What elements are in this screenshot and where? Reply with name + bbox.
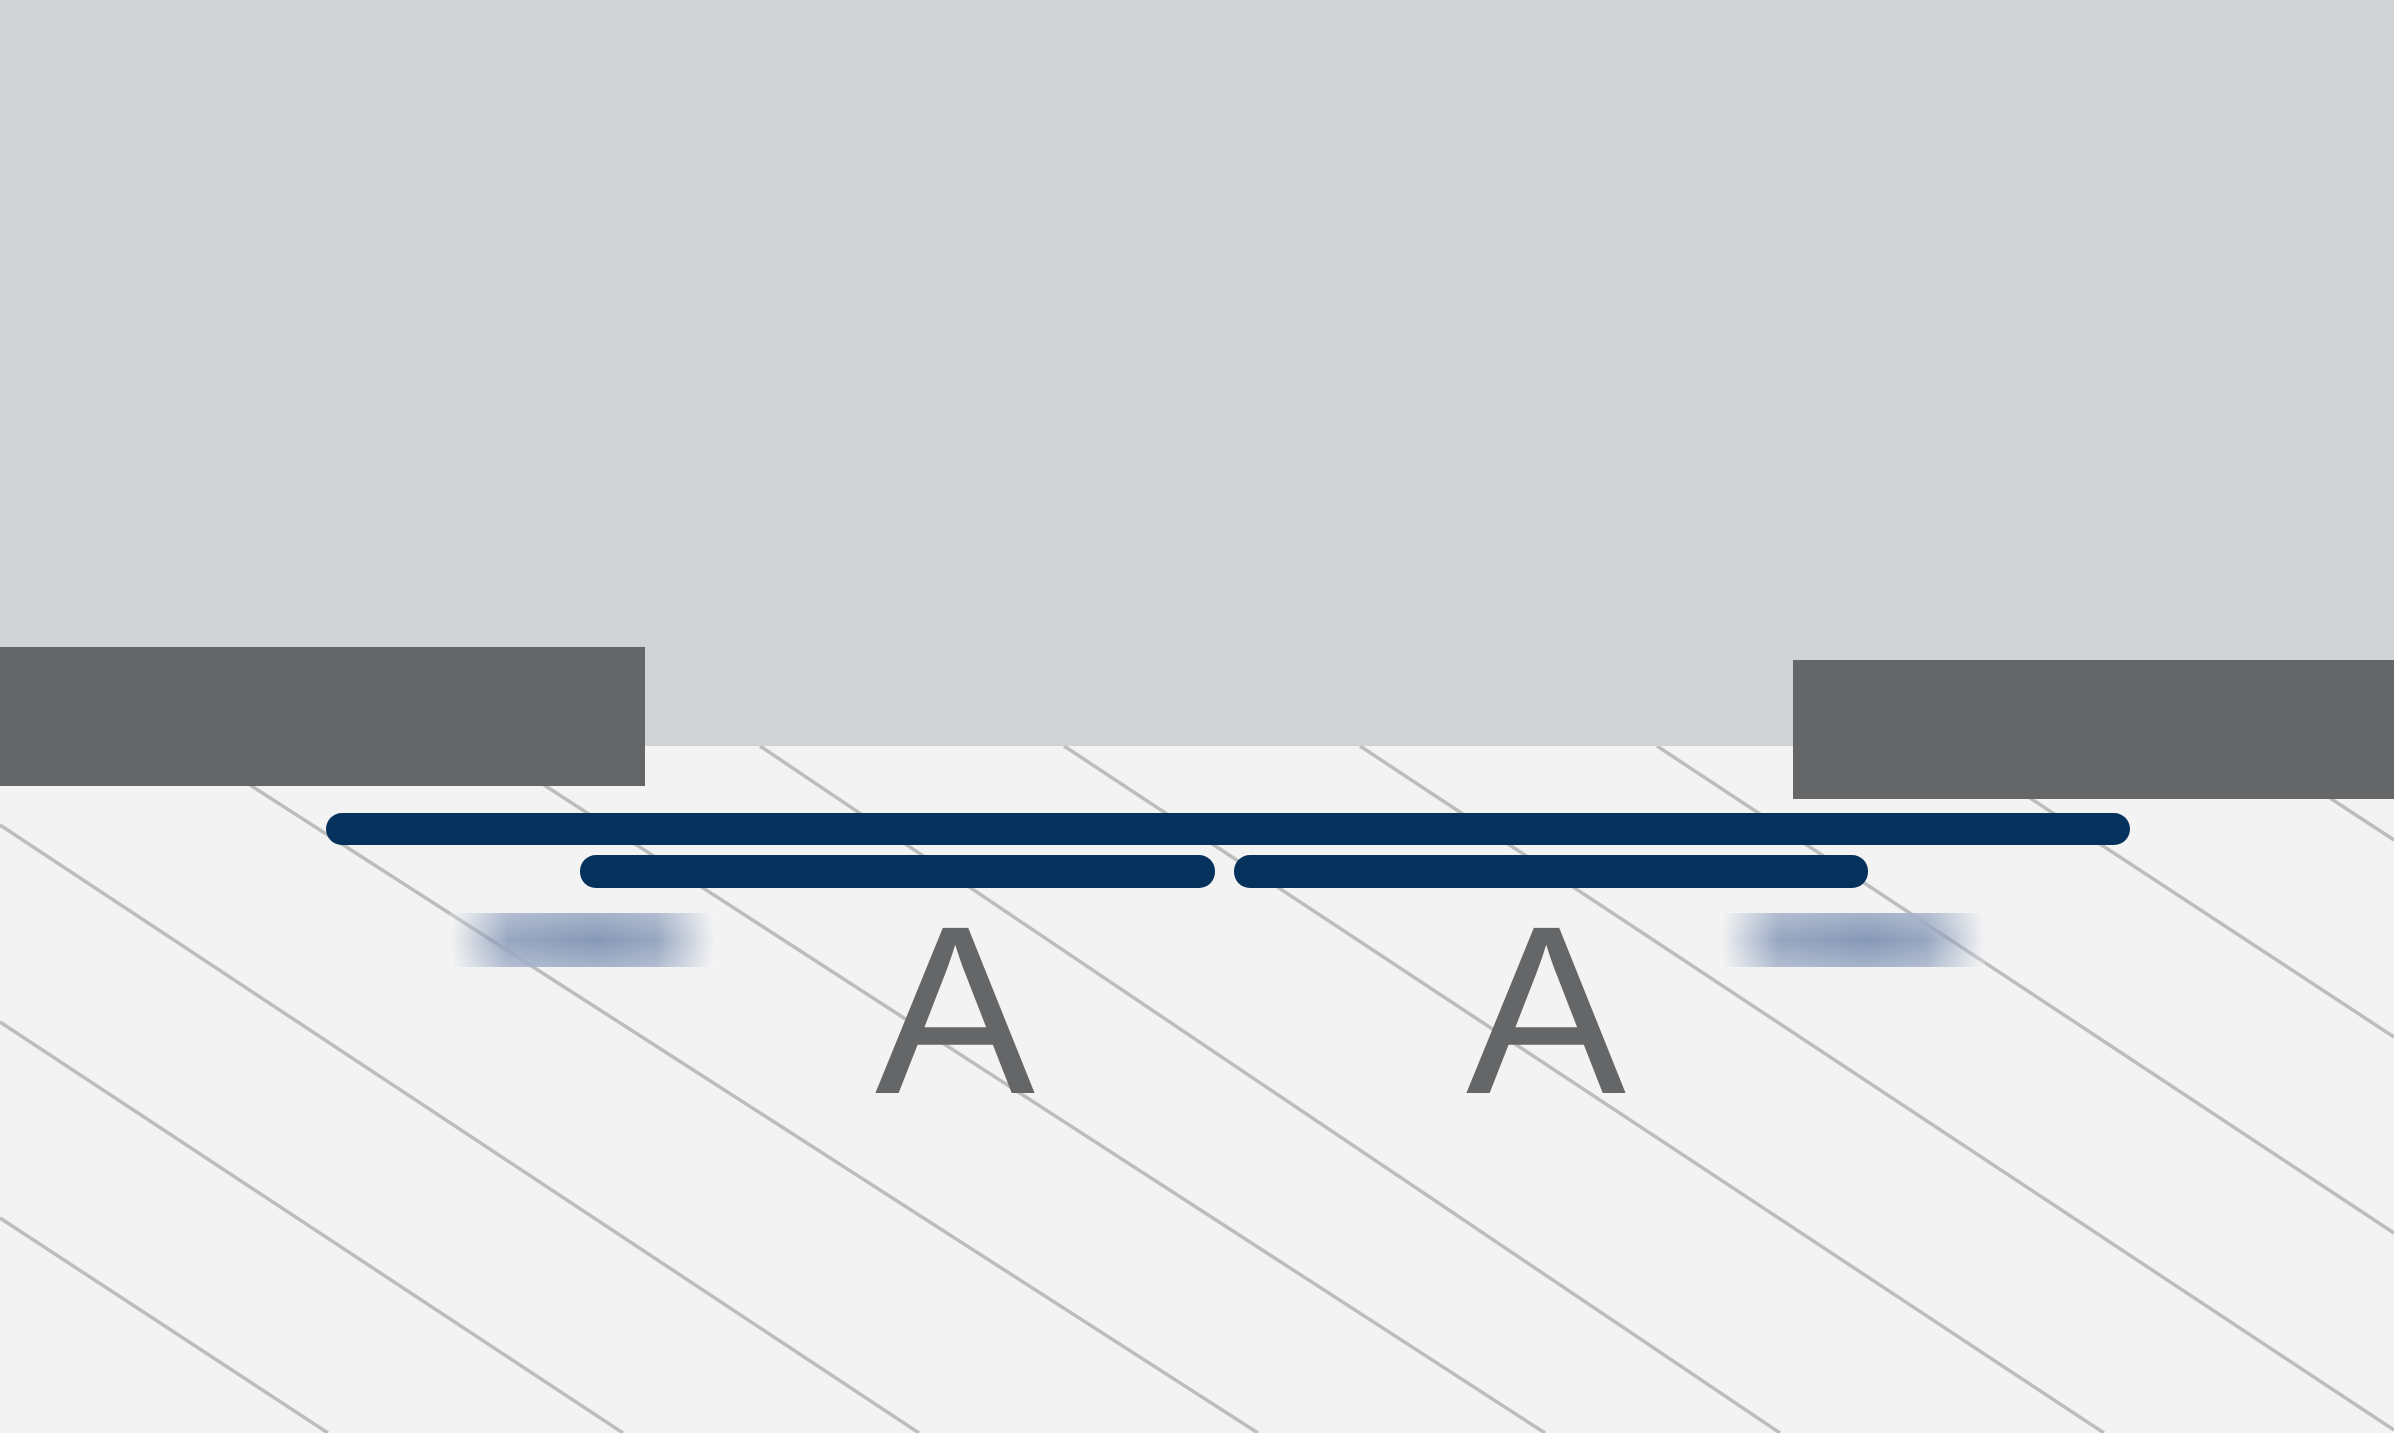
hatch-line	[0, 1216, 329, 1433]
hatch-line	[0, 1020, 624, 1433]
long-bar	[326, 813, 2130, 845]
hatch-line	[249, 783, 1259, 1433]
left-blurred-bar	[450, 913, 715, 967]
left-side-block	[0, 647, 645, 786]
right-blurred-bar	[1720, 913, 1985, 967]
hatch-line	[2329, 796, 2394, 842]
upper-block	[0, 0, 2394, 746]
label-left: A	[875, 876, 1035, 1144]
label-right: A	[1466, 876, 1626, 1144]
left-lower-bar	[580, 855, 1215, 888]
right-lower-bar	[1234, 855, 1868, 888]
right-side-block	[1793, 660, 2394, 799]
hatch-line	[543, 783, 1546, 1433]
hatch-line	[0, 823, 920, 1433]
hatch-line	[1063, 744, 2105, 1433]
